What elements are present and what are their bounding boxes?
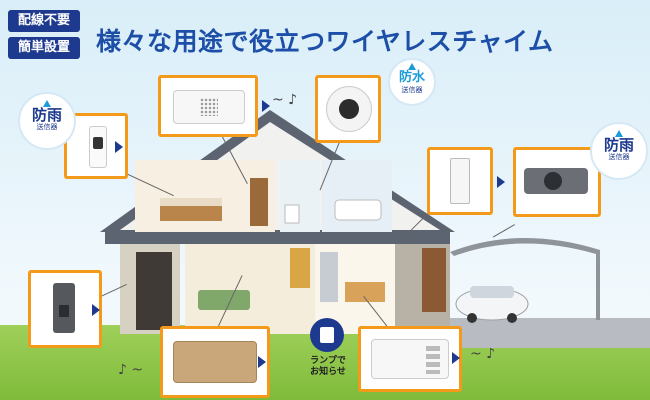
push-button-transmitter <box>89 126 107 168</box>
wood-receiver-card <box>160 326 270 398</box>
fridge-icon <box>320 252 338 302</box>
water-drop-icon <box>615 130 623 137</box>
round-transmitter <box>326 86 372 132</box>
lamp-icon <box>310 318 344 352</box>
waterproof-tag: 防水 送信器 <box>388 58 436 106</box>
lamp-receiver-card <box>358 326 462 392</box>
back-door <box>422 248 446 312</box>
motion-sensor-card <box>513 147 601 217</box>
motion-sensor-transmitter <box>524 168 588 194</box>
driveway <box>430 318 650 348</box>
front-door <box>136 252 172 330</box>
receiver-card <box>158 75 258 137</box>
sofa-icon <box>198 290 250 310</box>
music-note-icon: ~ ♪ <box>272 92 298 108</box>
arrow-icon <box>92 304 100 316</box>
arrow-icon <box>452 352 460 364</box>
wall-button-transmitter <box>53 283 75 333</box>
carport <box>450 237 600 320</box>
wardrobe-icon <box>250 178 268 226</box>
arrow-icon <box>262 100 270 112</box>
receiver-unit <box>173 90 245 124</box>
arrow-icon <box>258 356 266 368</box>
water-drop-icon <box>408 63 416 70</box>
water-drop-icon <box>43 100 51 107</box>
music-note-icon: ~ ♪ <box>470 346 496 362</box>
door-sensor-card <box>427 147 493 215</box>
wood-receiver-unit <box>173 341 257 383</box>
music-note-icon: ♪ ~ <box>118 362 144 378</box>
bathroom <box>322 160 392 232</box>
bed-icon <box>160 205 222 221</box>
easy-setup-badge: 簡単設置 <box>8 37 80 59</box>
no-wiring-badge: 配線不要 <box>8 10 80 32</box>
rainproof-tag: 防雨 送信器 <box>18 92 76 150</box>
arrow-icon <box>115 141 123 153</box>
rainproof-tag: 防雨 送信器 <box>590 122 648 180</box>
arrow-icon <box>497 176 505 188</box>
door-sensor-transmitter <box>450 158 470 204</box>
lamp-receiver-unit <box>371 339 449 379</box>
page-title: 様々な用途で役立つワイヤレスチャイム <box>96 27 554 56</box>
wall-button-card <box>28 270 102 348</box>
lamp-notice: ランプで お知らせ <box>310 356 346 377</box>
waterproof-button-card <box>315 75 381 143</box>
